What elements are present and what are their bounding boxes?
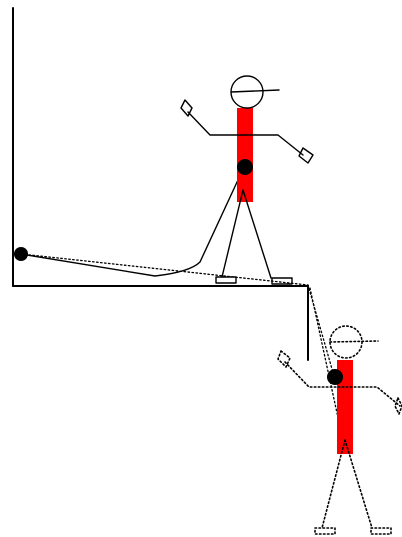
lower-figure-legs [321,439,373,529]
upper-figure-head [230,75,280,109]
upper-figure-anchor-point [237,159,253,175]
upper-figure-torso [237,108,253,202]
diamond-hand-icon [277,350,291,368]
lower-figure-head [329,325,379,359]
lower-figure [277,325,402,535]
dotted-rope-upper [20,253,309,286]
ground-structure [12,7,309,361]
lower-figure-torso [337,360,353,454]
upper-figure [180,75,314,285]
wall-anchor-point [14,247,28,261]
solid-rope [20,166,245,277]
lower-figure-right-foot [370,527,392,535]
upper-figure-right-foot [271,277,293,285]
diamond-hand-icon [180,99,193,117]
lower-figure-arms [284,361,401,407]
upper-figure-legs [221,189,272,279]
lower-figure-left-foot [314,527,336,535]
diamond-hand-icon [394,397,402,415]
diamond-hand-icon [298,147,314,164]
upper-figure-arms [187,111,304,156]
upper-figure-left-foot [215,276,237,284]
dotted-rope-lower [307,284,335,377]
rope-lines [20,166,346,451]
lower-figure-anchor-point [327,369,343,385]
